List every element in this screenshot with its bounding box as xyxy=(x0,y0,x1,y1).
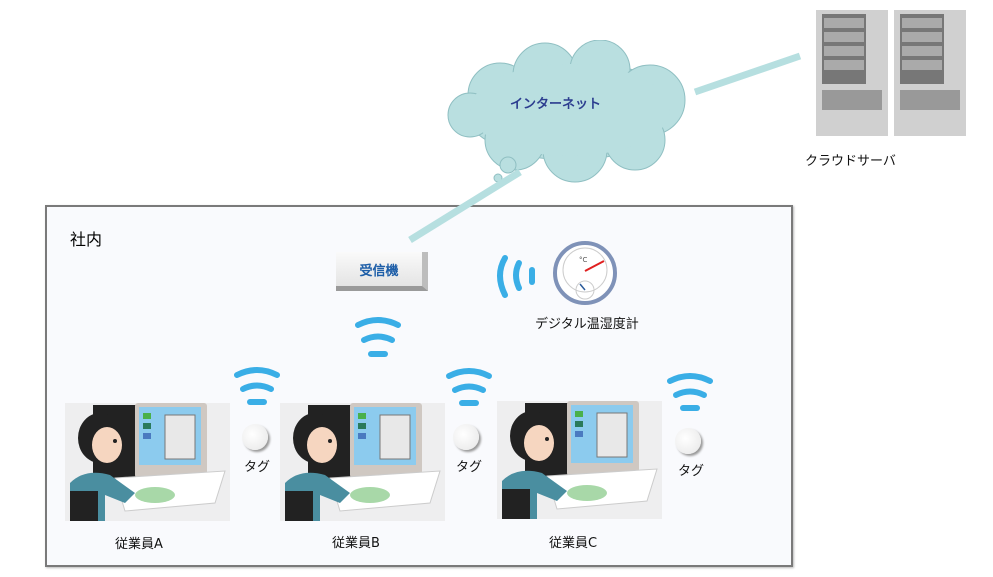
employee-b-image xyxy=(280,403,445,525)
wifi-icon-tag-c xyxy=(667,373,713,411)
internet-label: インターネット xyxy=(510,97,602,112)
employee-computer-illustration xyxy=(65,403,230,521)
receiver-box: 受信機 xyxy=(336,252,428,291)
tag-a-label: タグ xyxy=(244,460,271,475)
tag-b-label: タグ xyxy=(456,460,483,475)
wifi-icon-receiver xyxy=(355,317,401,357)
employee-a-label: 従業員A xyxy=(115,537,163,552)
tag-c-icon xyxy=(675,428,701,454)
internet-cloud xyxy=(447,40,686,183)
wifi-icon-tag-b xyxy=(446,368,492,406)
employee-computer-illustration xyxy=(280,403,445,521)
tag-a-icon xyxy=(242,424,268,450)
office-label: 社内 xyxy=(70,230,103,249)
tag-c-label: タグ xyxy=(678,464,705,479)
svg-text:°C: °C xyxy=(579,256,588,264)
employee-computer-illustration xyxy=(497,401,662,519)
cloud-server-icon xyxy=(816,10,966,136)
thermometer-label: デジタル温湿度計 xyxy=(535,317,639,332)
server-link-line xyxy=(693,52,802,96)
wifi-icon-thermometer xyxy=(497,255,535,298)
employee-a-image xyxy=(65,403,230,525)
tag-b-icon xyxy=(453,424,479,450)
employee-c-image xyxy=(497,401,662,523)
wifi-icon-tag-a xyxy=(234,367,280,405)
employee-c-label: 従業員C xyxy=(549,536,598,551)
thermometer-icon: °C xyxy=(553,241,617,305)
employee-b-label: 従業員B xyxy=(332,536,380,551)
cloud-server-label: クラウドサーバ xyxy=(805,154,896,169)
